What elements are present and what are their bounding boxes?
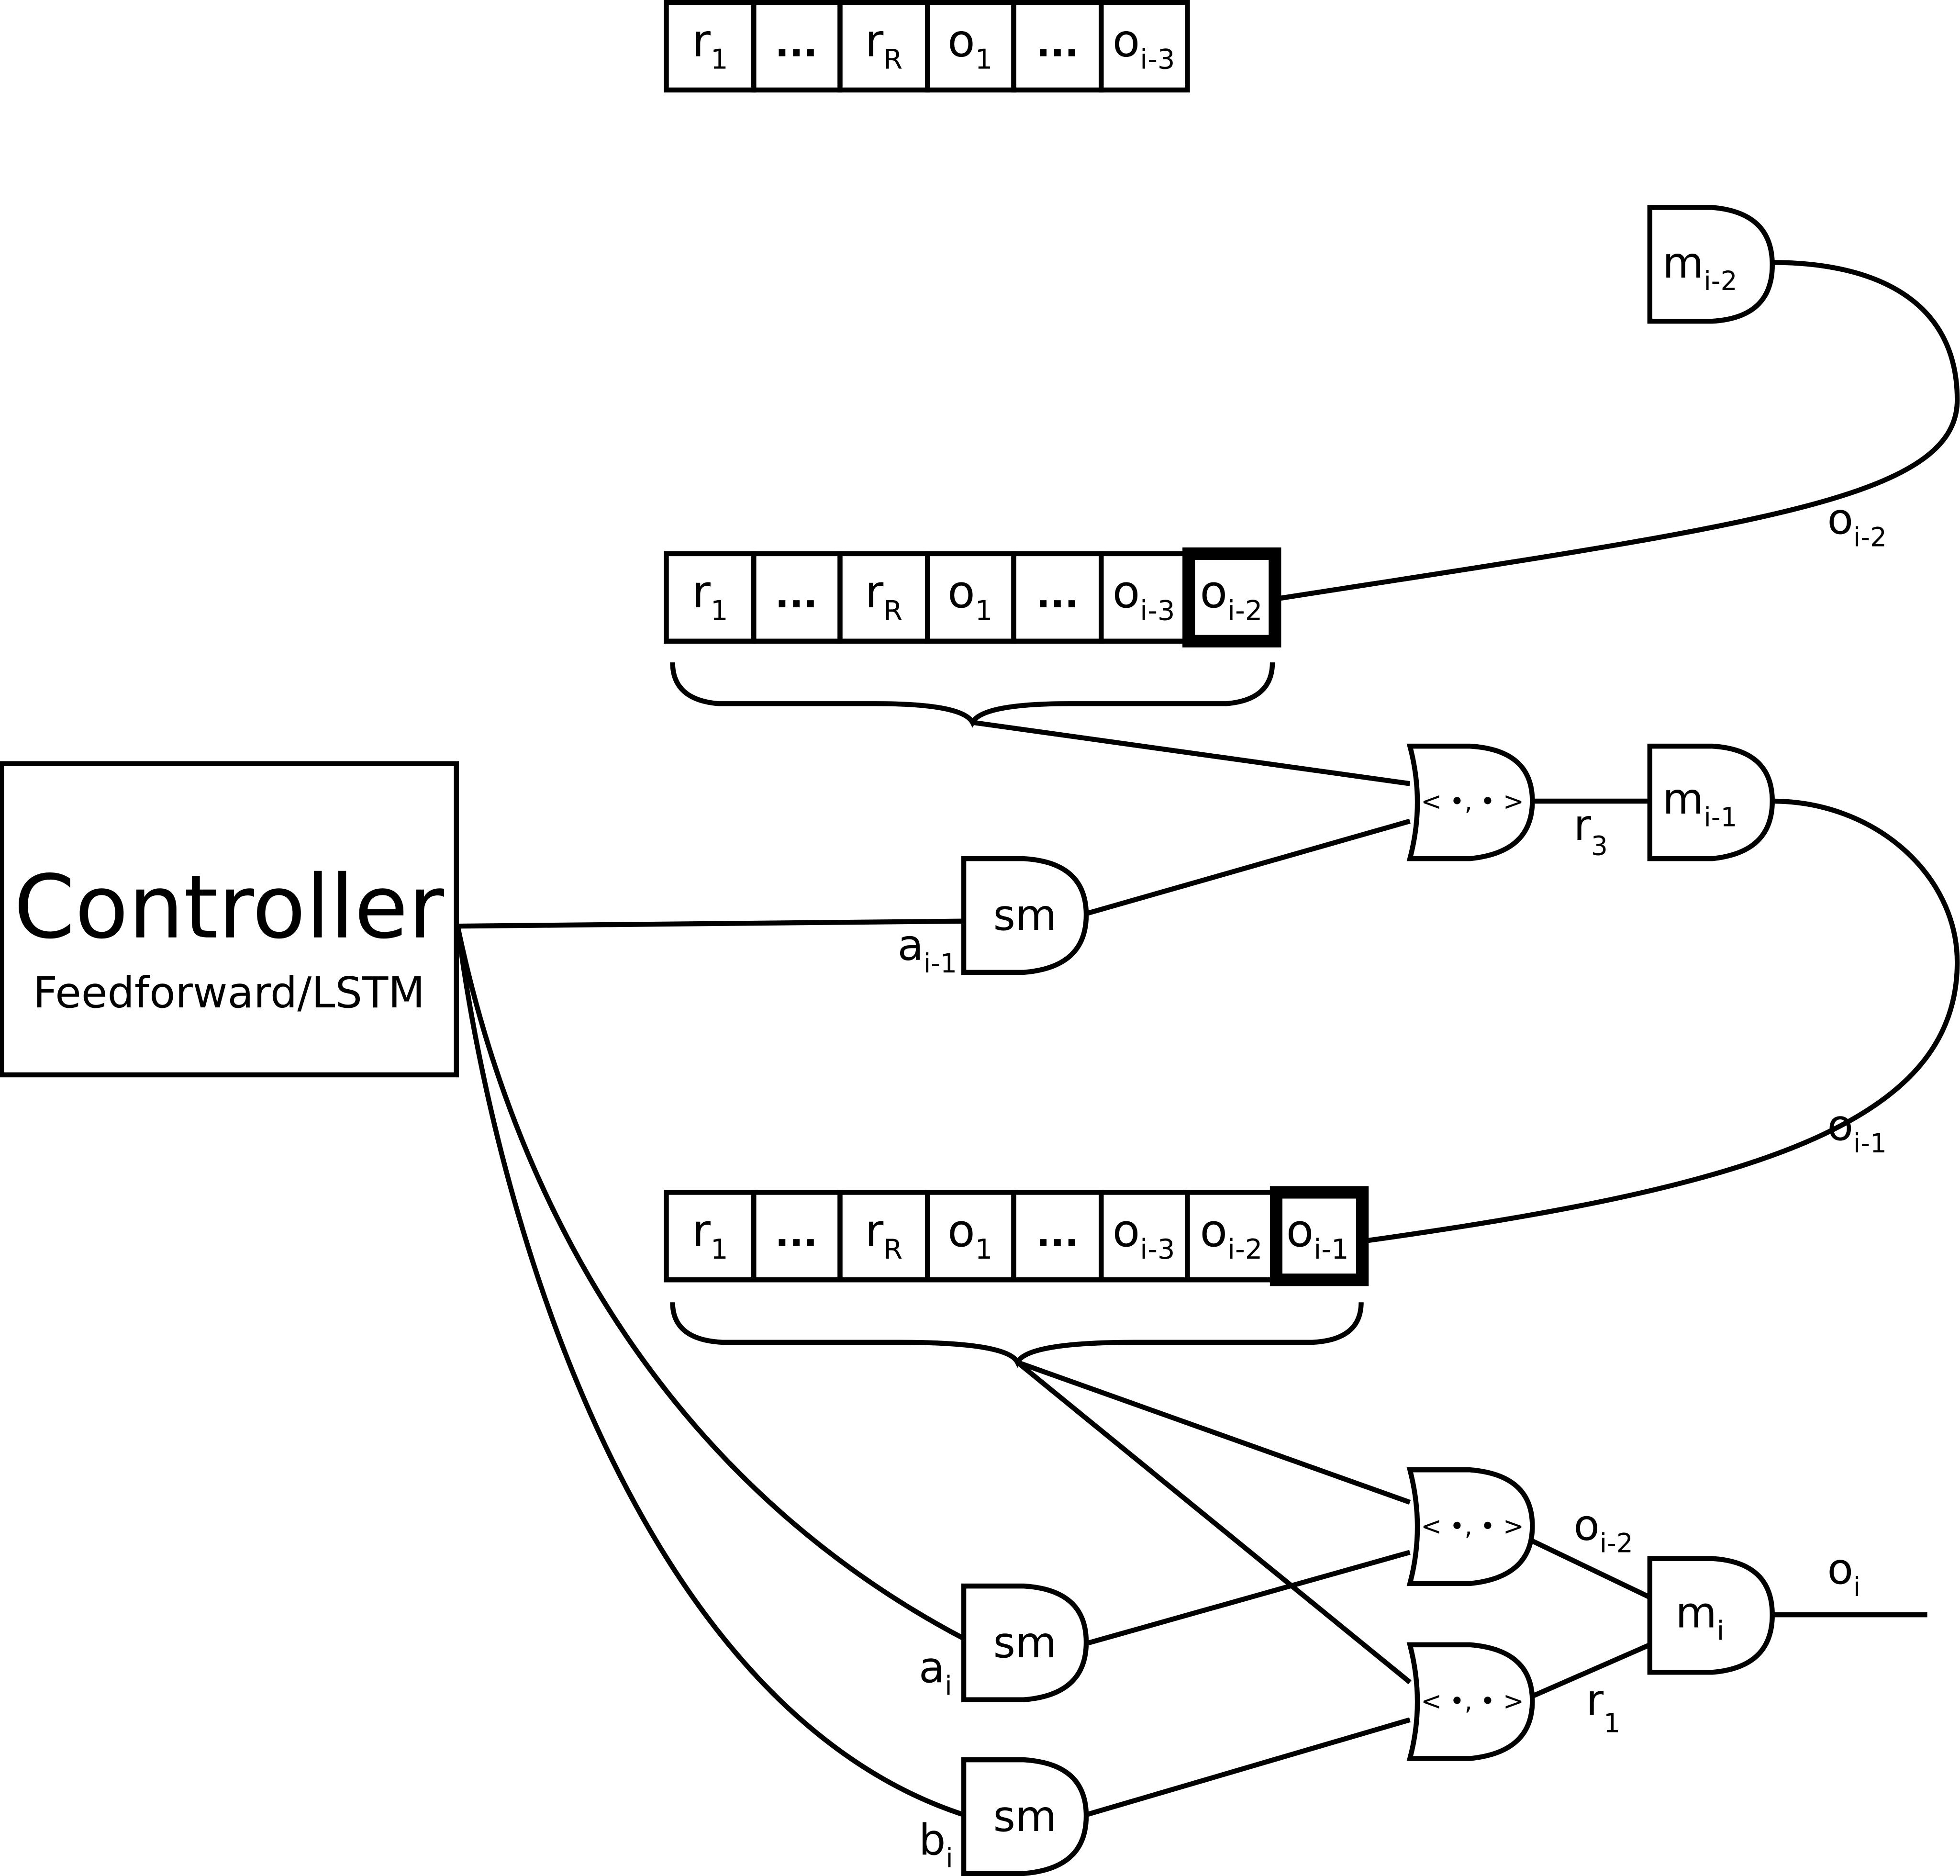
wire-brace-2-to-ip-top <box>972 720 1411 786</box>
memory-row-2: r1 ... rR o1 ... oi-3 oi-2 <box>664 547 1281 648</box>
memory-row-1-cell-3 <box>837 0 930 93</box>
edge-label-a-i: ai <box>919 1643 952 1701</box>
memory-row-1-cell-2-label: ... <box>775 22 817 66</box>
inner-product-gate-middle-label: < •, • > <box>1421 1512 1524 1541</box>
inner-product-gate-top: < •, • > <box>1406 743 1535 861</box>
memory-row-2-cell-2 <box>751 551 843 644</box>
memory-row-1-cell-6 <box>1099 0 1190 93</box>
memory-row-2-cell-1-label: r1 <box>692 566 728 626</box>
merge-gate-i-label: mi <box>1675 1588 1724 1646</box>
wire-ip-mid-to-m-i <box>1528 1537 1651 1600</box>
memory-row-3-cell-2-label: ... <box>775 1212 817 1255</box>
memory-row-3-cell-5-label: ... <box>1036 1212 1079 1255</box>
wire-m-i-1-to-row-3 <box>1363 798 1960 1244</box>
edge-label-b-i: bi <box>919 1816 953 1874</box>
memory-row-1-cell-5 <box>1011 0 1104 93</box>
controller-title: Controller <box>14 857 445 959</box>
memory-row-2-brace <box>670 662 1275 728</box>
wire-sm-top-to-ip-top <box>1085 818 1411 916</box>
memory-row-3-cell-4-label: o1 <box>947 1205 992 1265</box>
controller: Controller Feedforward/LSTM <box>0 761 459 1078</box>
edge-label-o-i-1: oi-1 <box>1827 1101 1887 1159</box>
memory-row-1-cell-5-label: ... <box>1036 22 1079 66</box>
wire-controller-to-sm-mid <box>455 926 965 1641</box>
wire-ip-bottom-to-m-i <box>1529 1642 1651 1700</box>
memory-row-2-cell-6 <box>1099 551 1190 644</box>
controller-box <box>0 761 459 1078</box>
softmax-gate-top: sm <box>961 856 1089 975</box>
softmax-gate-middle-label: sm <box>993 1618 1057 1667</box>
wires <box>455 260 1960 1818</box>
edge-label-a-i-1: ai-1 <box>898 921 957 979</box>
memory-row-2-cell-3-label: rR <box>865 566 903 626</box>
memory-row-1-cell-6-label: oi-3 <box>1113 15 1175 76</box>
wire-sm-mid-to-ip-mid <box>1085 1550 1411 1646</box>
memory-row-3-cell-3 <box>837 1190 930 1283</box>
inner-product-gate-middle: < •, • > <box>1406 1467 1535 1586</box>
softmax-gate-bottom-label: sm <box>993 1792 1057 1841</box>
memory-row-2-cell-5-label: ... <box>1036 573 1079 616</box>
softmax-gate-bottom: sm <box>961 1757 1089 1876</box>
softmax-gate-middle: sm <box>961 1583 1089 1702</box>
memory-row-3-cell-7-label: oi-2 <box>1200 1205 1263 1265</box>
edge-label-o-i-2-top: oi-2 <box>1827 494 1887 552</box>
memory-row-3: r1 ... rR o1 ... oi-3 oi-2 oi-1 <box>664 1186 1369 1286</box>
wire-sm-bottom-to-ip-bottom <box>1085 1717 1411 1818</box>
inner-product-gate-bottom-label: < •, • > <box>1421 1687 1524 1716</box>
memory-row-2-cell-7-label: oi-2 <box>1200 566 1263 626</box>
memory-row-2-cell-4-label: o1 <box>947 566 992 626</box>
merge-gate-i-1-label: mi-1 <box>1662 774 1737 832</box>
memory-row-1-cell-2 <box>751 0 843 93</box>
inner-product-gate-bottom: < •, • > <box>1406 1642 1535 1761</box>
edge-label-o-i-2-bottom: oi-2 <box>1574 1500 1633 1558</box>
edge-label-o-i: oi <box>1827 1544 1861 1602</box>
memory-row-1: r1 ... rR o1 ... oi-3 <box>664 0 1190 93</box>
edge-label-r-1: r1 <box>1586 1675 1620 1739</box>
wire-controller-to-sm-bottom <box>455 926 965 1817</box>
wire-controller-to-sm-top <box>457 918 964 929</box>
merge-gate-i-2: mi-2 <box>1647 205 1775 324</box>
merge-gate-i-2-label: mi-2 <box>1662 238 1737 296</box>
wire-brace-3-to-ip-bottom <box>1016 1360 1412 1685</box>
memory-row-3-cell-1 <box>664 1190 757 1283</box>
edge-label-r-3: r3 <box>1574 801 1608 861</box>
memory-row-3-cell-6-label: oi-3 <box>1113 1205 1175 1265</box>
wire-m-i-2-to-row-2 <box>1277 260 1960 602</box>
memory-row-3-highlight <box>1270 1186 1369 1286</box>
memory-row-3-cell-8-label: oi-1 <box>1286 1205 1349 1265</box>
memory-row-1-cell-1-label: r1 <box>692 15 728 76</box>
memory-row-2-highlight <box>1182 547 1281 648</box>
memory-row-1-cell-3-label: rR <box>865 15 903 76</box>
memory-row-3-brace <box>670 1302 1364 1368</box>
wire-brace-3-to-ip-mid <box>1016 1360 1411 1505</box>
inner-product-gate-top-label: < •, • > <box>1421 787 1524 816</box>
merge-gate-i: mi <box>1647 1556 1775 1675</box>
memory-row-2-cell-2-label: ... <box>775 573 817 616</box>
edge-labels: oi-2 r3 oi-1 ai-1 oi-2 r1 oi ai bi <box>898 494 1887 1874</box>
memory-row-3-cell-1-label: r1 <box>692 1205 728 1265</box>
controller-subtitle: Feedforward/LSTM <box>33 968 425 1017</box>
memory-row-2-cell-3 <box>837 551 930 644</box>
memory-row-2-cell-5 <box>1011 551 1104 644</box>
merge-gate-i-1: mi-1 <box>1647 743 1775 861</box>
memory-row-3-cell-6 <box>1099 1190 1190 1283</box>
memory-row-1-cell-4-label: o1 <box>947 15 992 76</box>
memory-row-2-cell-4 <box>925 551 1016 644</box>
softmax-gate-top-label: sm <box>993 891 1057 940</box>
memory-row-1-cell-1 <box>664 0 757 93</box>
memory-row-2-cell-6-label: oi-3 <box>1113 566 1175 626</box>
memory-row-3-cell-3-label: rR <box>865 1205 903 1265</box>
